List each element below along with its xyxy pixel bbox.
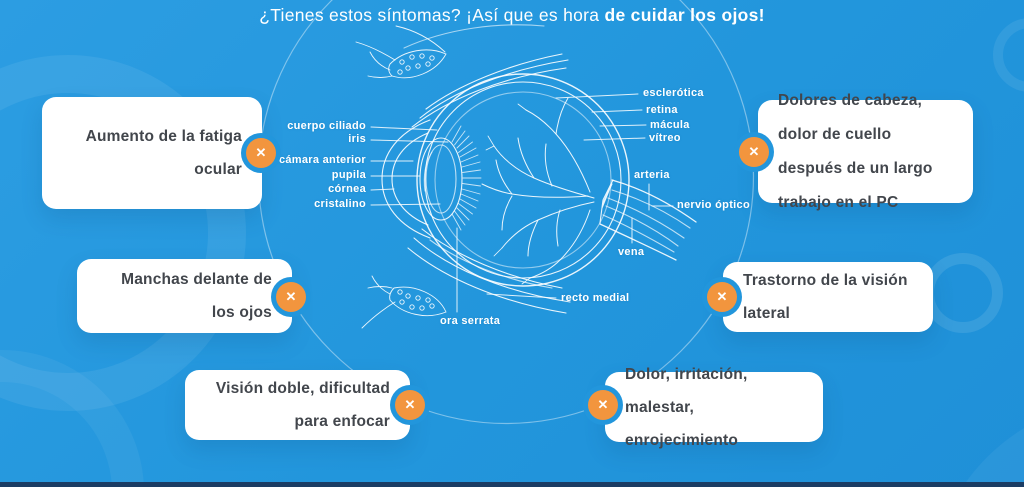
label-cuerpo-ciliado: cuerpo ciliado: [287, 120, 366, 132]
label-vena: vena: [618, 246, 645, 258]
symptom-card-trastorno-vision: Trastorno de la visión lateral: [723, 262, 933, 332]
label-pupila: pupila: [331, 169, 366, 181]
blood-vessels: [481, 97, 595, 285]
close-icon[interactable]: ✕: [246, 138, 276, 168]
card-text: Aumento de la fatiga ocular: [85, 128, 242, 178]
card-text: Visión doble, dificultad para enfocar: [215, 380, 390, 430]
symptom-card-vision-doble: Visión doble, dificultad para enfocar: [185, 370, 410, 440]
label-iris: iris: [348, 133, 366, 145]
label-nervio-optico: nervio óptico: [677, 199, 750, 211]
close-icon[interactable]: ✕: [739, 137, 769, 167]
symptom-card-dolores-cabeza: Dolores de cabeza, dolor de cuello despu…: [758, 92, 973, 211]
close-icon[interactable]: ✕: [395, 390, 425, 420]
cornea-outline: [381, 119, 431, 239]
label-retina: retina: [646, 104, 678, 116]
eyeball-outline: [416, 73, 630, 287]
label-ora-serrata: ora serrata: [440, 315, 501, 327]
label-leader-lines: [370, 93, 674, 313]
symptom-card-fatiga-ocular: Aumento de la fatiga ocular: [42, 97, 262, 209]
symptom-card-manchas: Manchas delante de los ojos: [77, 259, 292, 333]
close-icon[interactable]: ✕: [588, 390, 618, 420]
gland-cluster-bottom: [361, 275, 447, 329]
label-camara-anterior: cámara anterior: [278, 154, 366, 166]
card-text: Dolores de cabeza, dolor de cuello despu…: [778, 91, 933, 211]
symptom-card-dolor-irritacion: Dolor, irritación, malestar, enrojecimie…: [605, 366, 823, 449]
lens-outline: [419, 137, 463, 221]
label-cristalino: cristalino: [314, 198, 366, 210]
close-icon[interactable]: ✕: [707, 282, 737, 312]
title-text: ¿Tienes estos síntomas? ¡Así que es hora: [259, 5, 605, 25]
card-text: Dolor, irritación, malestar, enrojecimie…: [625, 365, 748, 449]
close-icon[interactable]: ✕: [276, 282, 306, 312]
superior-muscle-lines: [403, 24, 569, 128]
label-arteria: arteria: [634, 169, 670, 181]
page-title: ¿Tienes estos síntomas? ¡Así que es hora…: [0, 5, 1024, 26]
card-text: Manchas delante de los ojos: [121, 271, 272, 321]
label-vitreo: vítreo: [649, 132, 681, 144]
label-macula: mácula: [650, 119, 690, 131]
label-esclerotica: esclerótica: [643, 87, 704, 99]
ciliary-fringe: [451, 125, 482, 231]
label-cornea: córnea: [328, 183, 366, 195]
title-emphasis: de cuidar los ojos!: [604, 5, 765, 25]
optic-nerve: [599, 179, 697, 261]
label-recto-medial: recto medial: [561, 292, 630, 304]
bottom-divider-bar: [0, 482, 1024, 487]
card-text: Trastorno de la visión lateral: [743, 272, 908, 322]
gland-cluster-top: [355, 25, 447, 79]
